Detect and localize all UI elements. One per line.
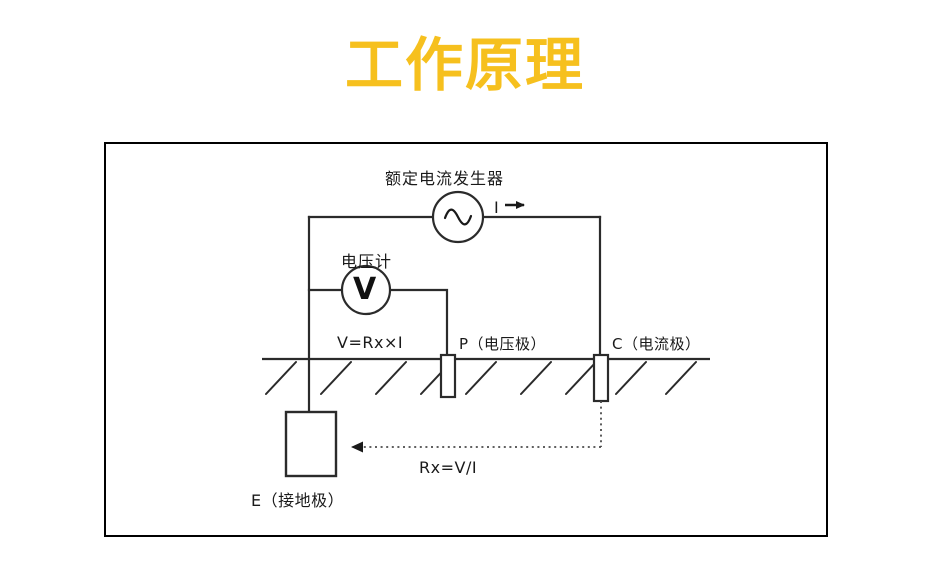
- label-e-electrode: E（接地极）: [251, 491, 345, 510]
- p-electrode-rod: [439, 353, 457, 399]
- label-voltmeter: 电压计: [341, 252, 393, 271]
- e-ground-electrode-box: [284, 410, 338, 478]
- rx-dotted-path: [351, 401, 602, 453]
- page-title: 工作原理: [344, 31, 585, 99]
- label-p-electrode: P（电压极）: [459, 335, 547, 353]
- voltmeter-letter-symbol: V: [353, 272, 377, 307]
- label-generator: 额定电流发生器: [385, 169, 505, 188]
- main-circuit-wiring: [307, 215, 602, 414]
- c-electrode-rod: [592, 353, 610, 403]
- label-current-arrow: I: [494, 198, 499, 217]
- wire-voltmeter-right: [388, 288, 449, 359]
- earth-hatch-marks: [265, 361, 697, 395]
- ac-generator-symbol: [431, 190, 485, 244]
- label-c-electrode: C（电流极）: [612, 335, 701, 353]
- voltmeter-symbol: [340, 264, 392, 316]
- label-formula-resistance: Rx=V/I: [419, 458, 478, 477]
- label-formula-voltage: V=Rx×I: [337, 333, 404, 352]
